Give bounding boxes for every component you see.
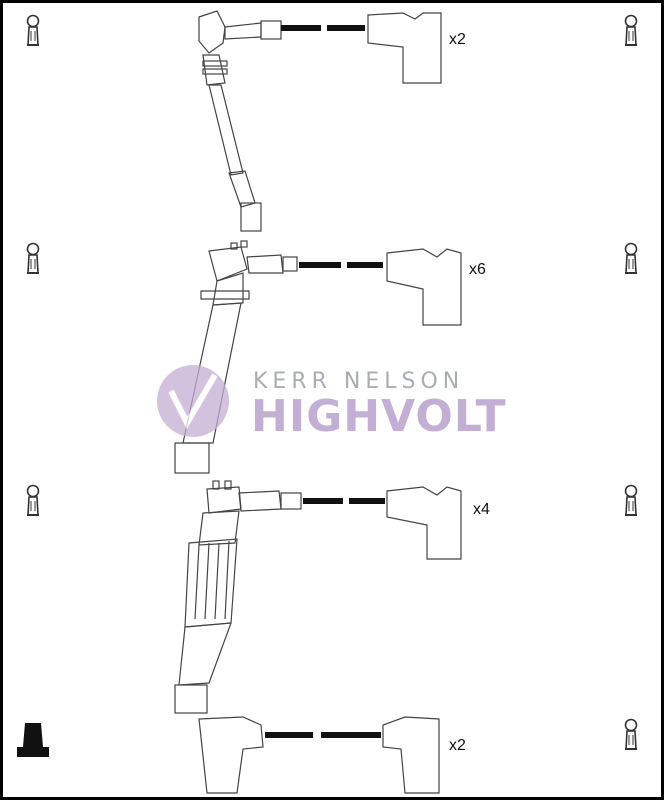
lead-assembly-1 <box>198 10 442 232</box>
watermark-line1: KERR NELSON <box>253 369 465 394</box>
ignition-lead-set-drawing <box>17 10 638 794</box>
terminal-icon-row3-left <box>26 484 40 516</box>
terminal-icon-row1-right <box>624 14 638 46</box>
terminal-icon-row2-right <box>624 242 638 274</box>
terminal-icon-row4-right <box>624 718 638 750</box>
quantity-label-2: x6 <box>469 261 486 278</box>
terminal-icon-row2-left <box>26 242 40 274</box>
lead-assembly-3 <box>174 480 462 714</box>
quantity-label-3: x4 <box>473 501 490 518</box>
watermark-line2: HIGHVOLT <box>251 391 507 442</box>
quantity-label-1: x2 <box>449 31 466 48</box>
lead-assembly-4 <box>198 716 440 794</box>
terminal-icon-row3-right <box>624 484 638 516</box>
terminal-icon-row1-left <box>26 14 40 46</box>
quantity-label-4: x2 <box>449 737 466 754</box>
ground-connector-icon <box>17 723 49 757</box>
kerr-nelson-logo-icon <box>157 365 229 437</box>
